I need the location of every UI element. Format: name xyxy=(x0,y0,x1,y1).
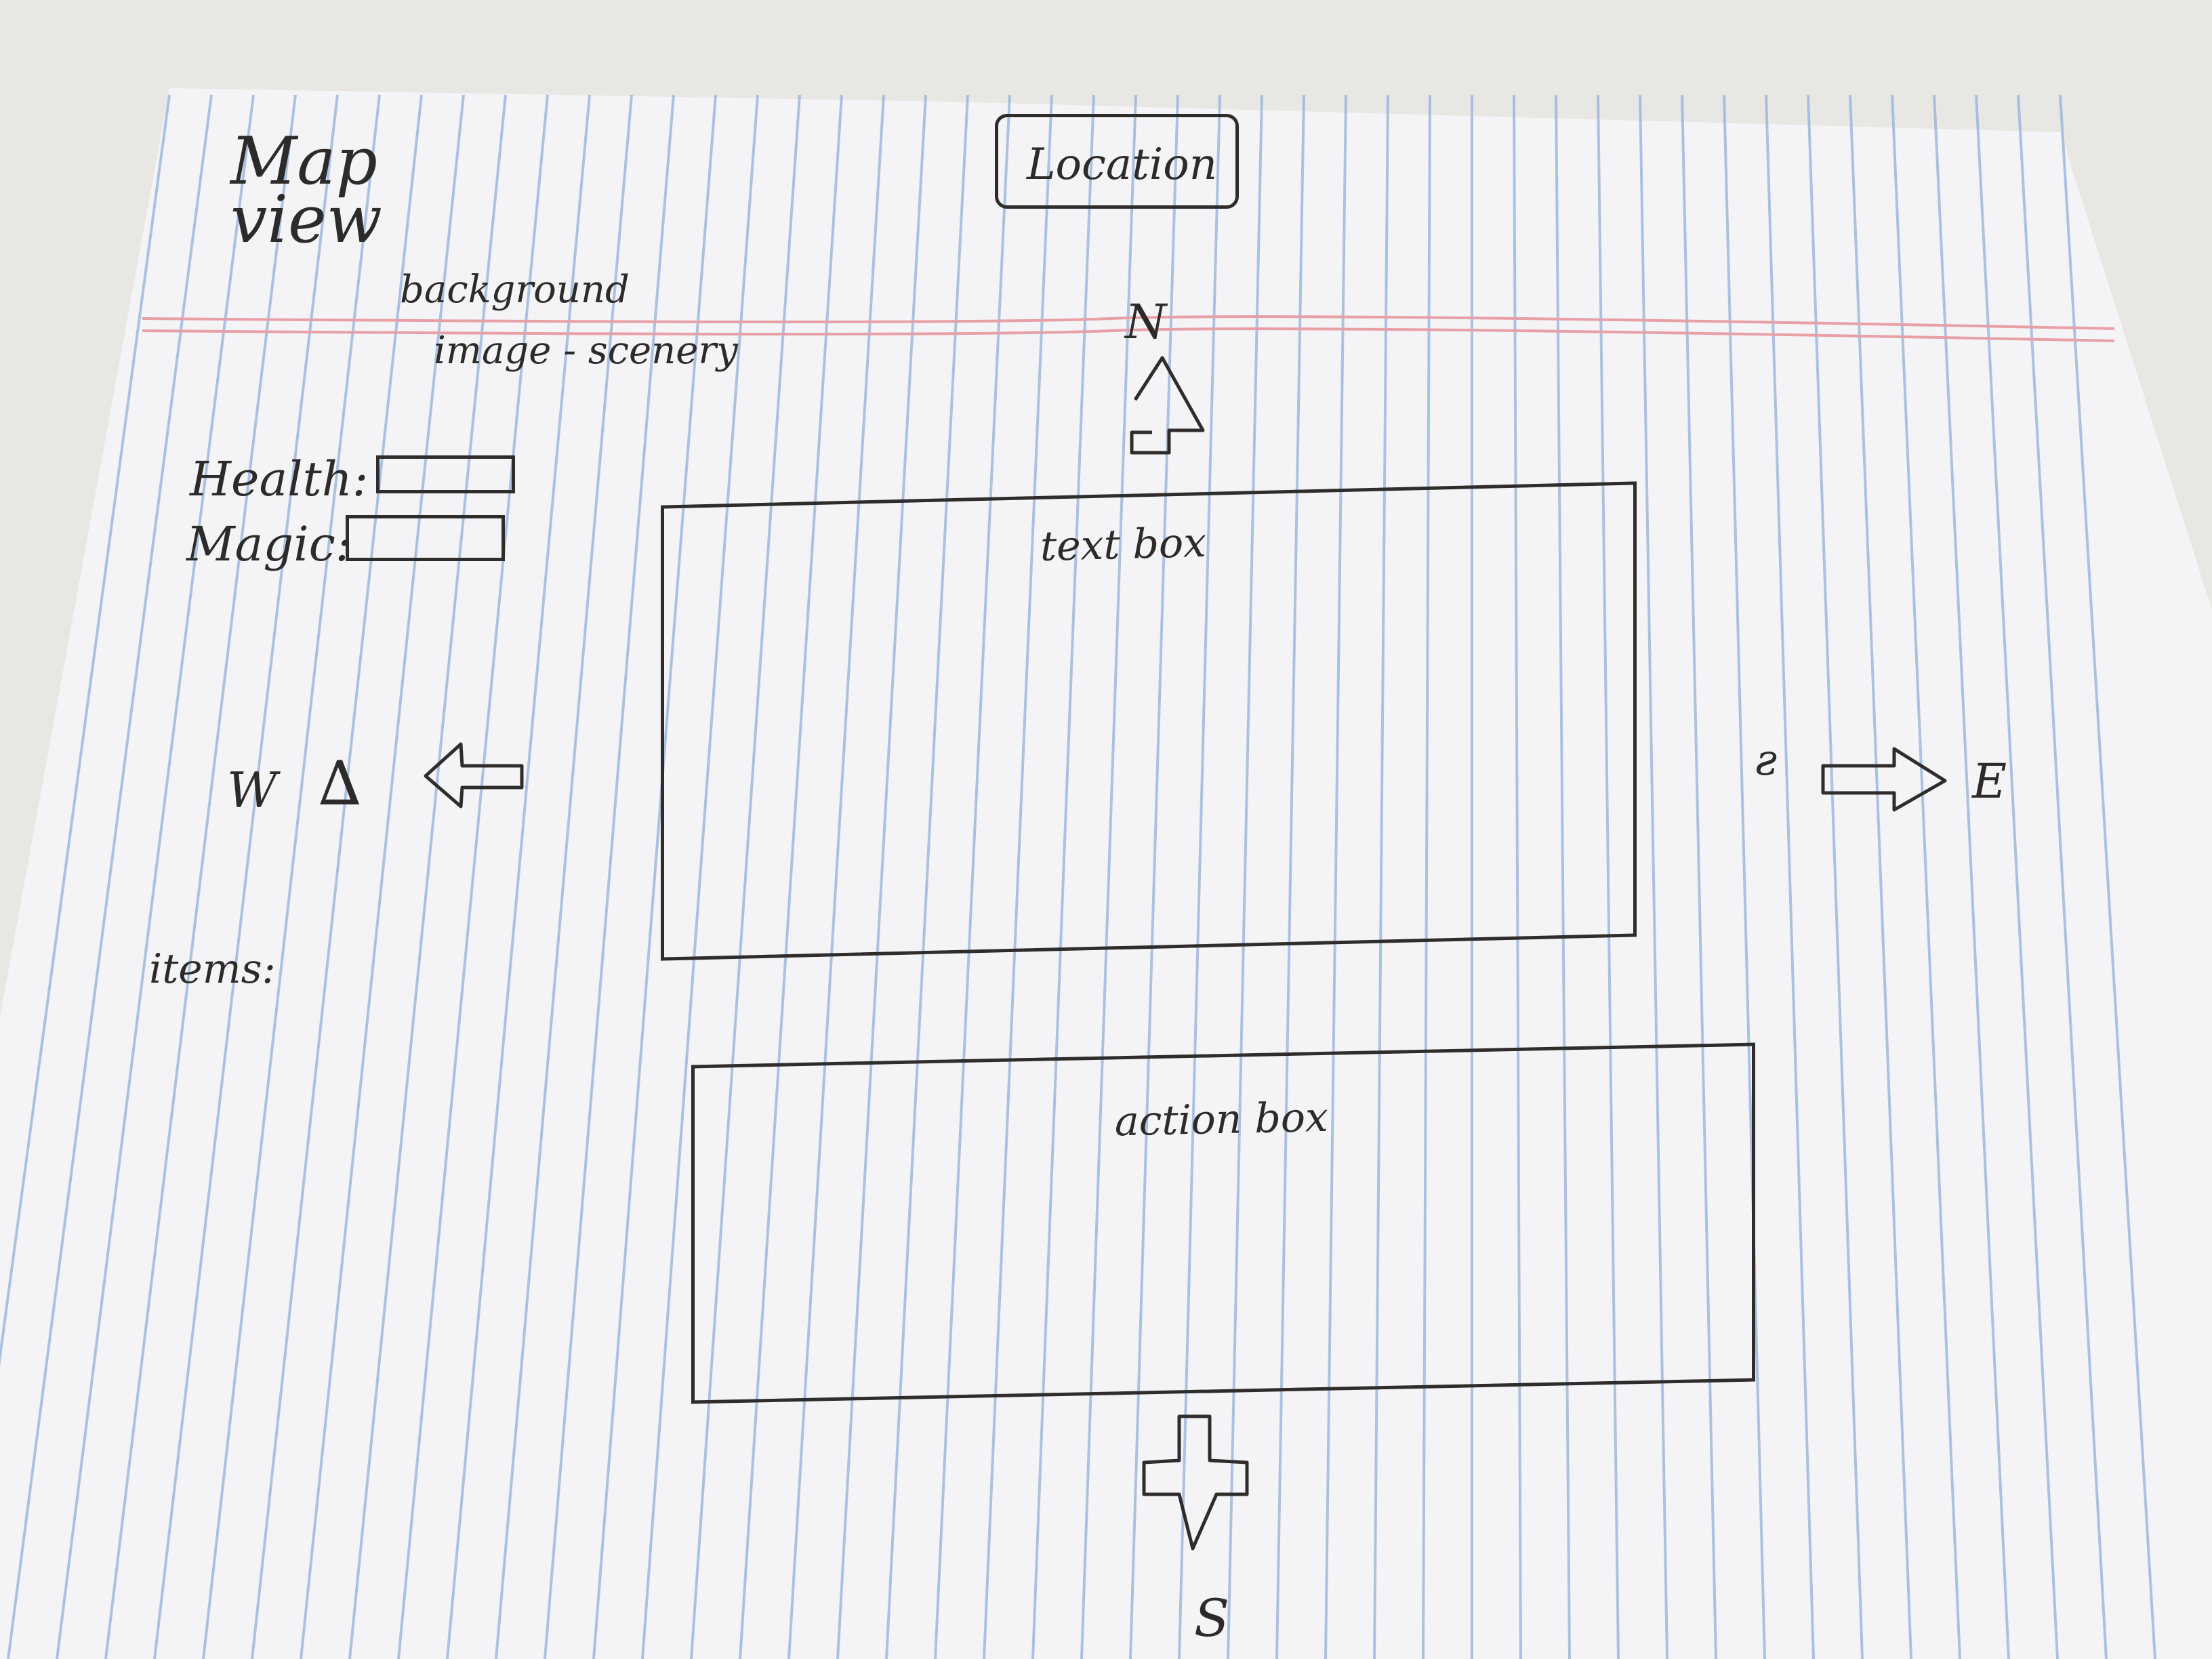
west-scribble: ∆ xyxy=(319,748,361,819)
rule-line xyxy=(1227,94,1263,1659)
rule-line xyxy=(1080,94,1137,1659)
rule-line xyxy=(446,94,591,1659)
rule-line xyxy=(1031,94,1095,1659)
rule-line xyxy=(739,94,843,1659)
rule-line xyxy=(885,94,969,1659)
text-box-label: text box xyxy=(1040,518,1207,571)
compass-south-label: S xyxy=(1194,1588,1230,1648)
rule-line xyxy=(153,94,339,1659)
arrow-up-icon[interactable] xyxy=(1111,352,1213,461)
rule-line xyxy=(592,94,717,1659)
rule-line xyxy=(7,94,213,1659)
rule-line xyxy=(690,94,801,1659)
compass-north-label: N xyxy=(1125,294,1167,350)
arrow-left-icon[interactable] xyxy=(420,739,529,813)
east-scribble: ƨ xyxy=(1755,735,1778,785)
rule-line xyxy=(1891,94,1961,1659)
items-label: items: xyxy=(149,945,276,993)
rule-line xyxy=(1324,94,1347,1659)
magic-label: Magic: xyxy=(186,516,352,572)
rule-line xyxy=(1513,94,1522,1659)
location-button[interactable]: Location xyxy=(995,114,1239,209)
compass-west-label: W xyxy=(227,762,278,819)
rule-line xyxy=(787,94,885,1659)
rule-line xyxy=(1807,94,1864,1659)
rule-line xyxy=(1765,94,1815,1659)
action-box-label: action box xyxy=(1115,1093,1328,1146)
rule-line xyxy=(56,94,255,1659)
background-note-line2: image - scenery xyxy=(434,329,738,373)
arrow-right-icon[interactable] xyxy=(1820,745,1948,813)
rule-line xyxy=(495,94,633,1659)
rule-line xyxy=(251,94,423,1659)
rule-line xyxy=(1178,94,1221,1659)
rule-line xyxy=(1373,94,1389,1659)
rule-line xyxy=(1597,94,1620,1659)
rule-line xyxy=(348,94,507,1659)
health-label: Health: xyxy=(190,451,369,507)
magic-bar xyxy=(346,515,505,561)
rule-line xyxy=(836,94,927,1659)
rule-line xyxy=(1933,94,2010,1659)
arrow-down-icon[interactable] xyxy=(1139,1410,1254,1552)
rule-line xyxy=(2017,94,2108,1659)
rule-line xyxy=(1849,94,1912,1659)
rule-line xyxy=(1723,94,1766,1659)
rule-line xyxy=(641,94,759,1659)
rule-line xyxy=(1975,94,2059,1659)
rule-line xyxy=(544,94,675,1659)
rule-line xyxy=(202,94,381,1659)
rule-line xyxy=(1639,94,1668,1659)
rule-line xyxy=(983,94,1053,1659)
action-box[interactable]: action box xyxy=(691,1042,1755,1404)
health-bar xyxy=(376,455,515,493)
rule-line xyxy=(2059,94,2156,1659)
text-box: text box xyxy=(661,481,1637,961)
compass-east-label: E xyxy=(1972,754,2007,809)
rule-line xyxy=(1275,94,1305,1659)
map-view-title: Map view xyxy=(230,123,382,258)
rule-line xyxy=(1422,94,1431,1659)
rule-line xyxy=(934,94,1011,1659)
rule-line xyxy=(300,94,465,1659)
rule-line xyxy=(1555,94,1571,1659)
rule-line xyxy=(397,94,549,1659)
rule-line xyxy=(104,94,297,1659)
background-note-line1: background xyxy=(400,268,630,312)
rule-line xyxy=(1129,94,1179,1659)
location-label: Location xyxy=(1027,140,1217,190)
rule-line xyxy=(1681,94,1717,1659)
rule-line xyxy=(0,94,171,1367)
